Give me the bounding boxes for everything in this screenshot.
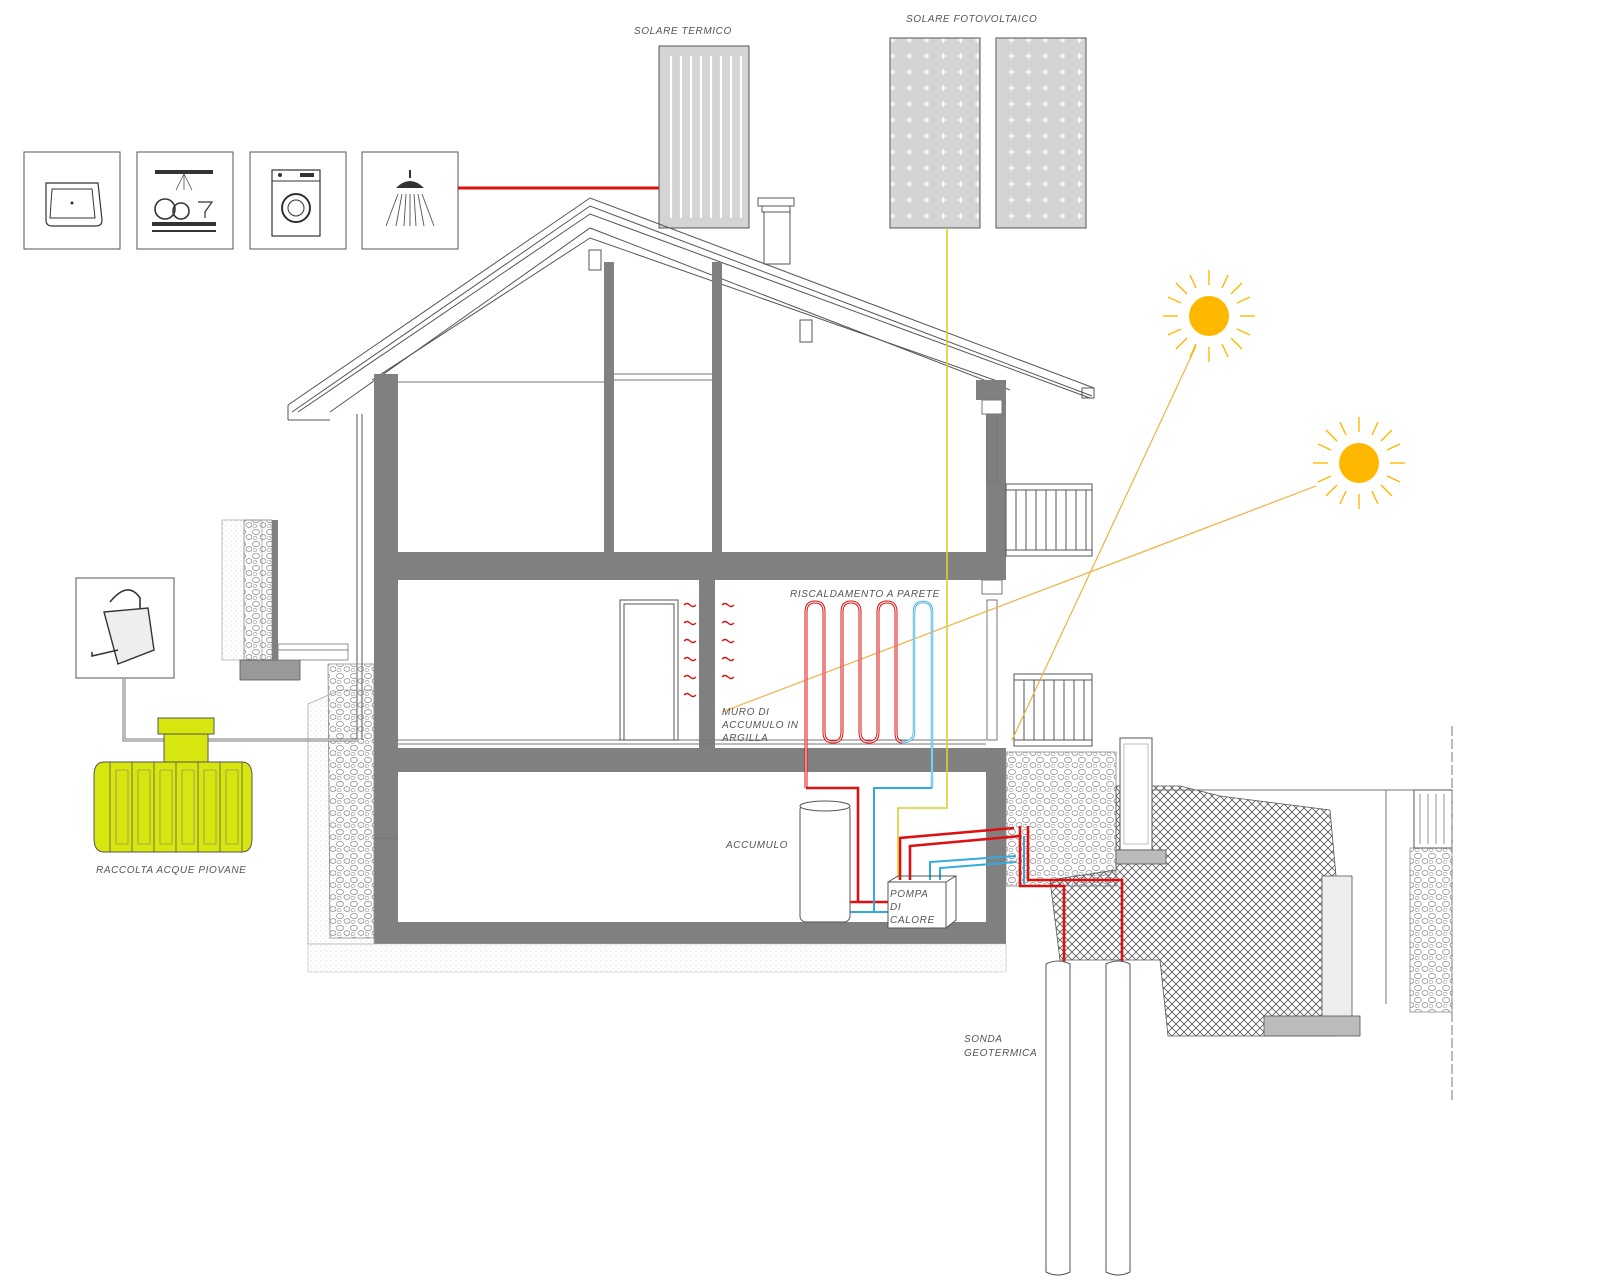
photovoltaic-label: SOLARE FOTOVOLTAICO bbox=[906, 14, 1037, 25]
watering-can-icon bbox=[75, 577, 175, 679]
interior-lines bbox=[374, 373, 1003, 839]
clay-wall-label-line3: ARGILLA bbox=[721, 733, 768, 744]
wall-heating-coil-outline bbox=[805, 601, 903, 788]
dishwasher-icon bbox=[136, 151, 234, 250]
heat-pump-label-line3: CALORE bbox=[890, 915, 935, 926]
wall-heating-label: RISCALDAMENTO A PARETE bbox=[790, 589, 940, 600]
building-structure bbox=[374, 262, 1006, 944]
roof bbox=[287, 197, 1095, 421]
sun-rays bbox=[721, 345, 1317, 741]
sun-icon bbox=[1163, 270, 1255, 362]
photovoltaic-panels bbox=[889, 37, 1087, 229]
heat-pump-label-line2: DI bbox=[890, 902, 901, 913]
probe-label-line1: SONDA bbox=[964, 1034, 1003, 1045]
geothermal-probes bbox=[1045, 960, 1131, 1276]
terrain-right bbox=[1005, 726, 1453, 1100]
pipework-hot bbox=[806, 786, 1124, 1020]
storage-label: ACCUMULO bbox=[725, 840, 788, 851]
sun-icon bbox=[1313, 417, 1405, 509]
chimney bbox=[757, 197, 795, 265]
heat-pump bbox=[887, 875, 957, 929]
clay-wall-label-line2: ACCUMULO IN bbox=[721, 720, 799, 731]
washing-machine-icon bbox=[249, 151, 347, 250]
probe-label-line2: GEOTERMICA bbox=[964, 1048, 1037, 1059]
clay-wall-label-line1: MURO DI bbox=[722, 707, 770, 718]
appliance-icons bbox=[23, 151, 459, 250]
rainwater-label: RACCOLTA ACQUE PIOVANE bbox=[96, 865, 246, 876]
solar-thermal-panel bbox=[658, 45, 750, 229]
solar-thermal-label: SOLARE TERMICO bbox=[634, 26, 732, 37]
washbasin-icon bbox=[23, 151, 121, 250]
electric-line bbox=[897, 228, 948, 878]
storage-tank bbox=[799, 800, 851, 923]
terrain-left bbox=[221, 519, 1007, 973]
heat-emission-marks bbox=[683, 602, 735, 698]
heat-pump-label-line1: POMPA bbox=[890, 889, 928, 900]
balcony-upper bbox=[1005, 483, 1093, 557]
interior-door bbox=[619, 599, 679, 741]
shower-icon bbox=[361, 151, 459, 250]
rainwater-tank bbox=[93, 717, 253, 853]
